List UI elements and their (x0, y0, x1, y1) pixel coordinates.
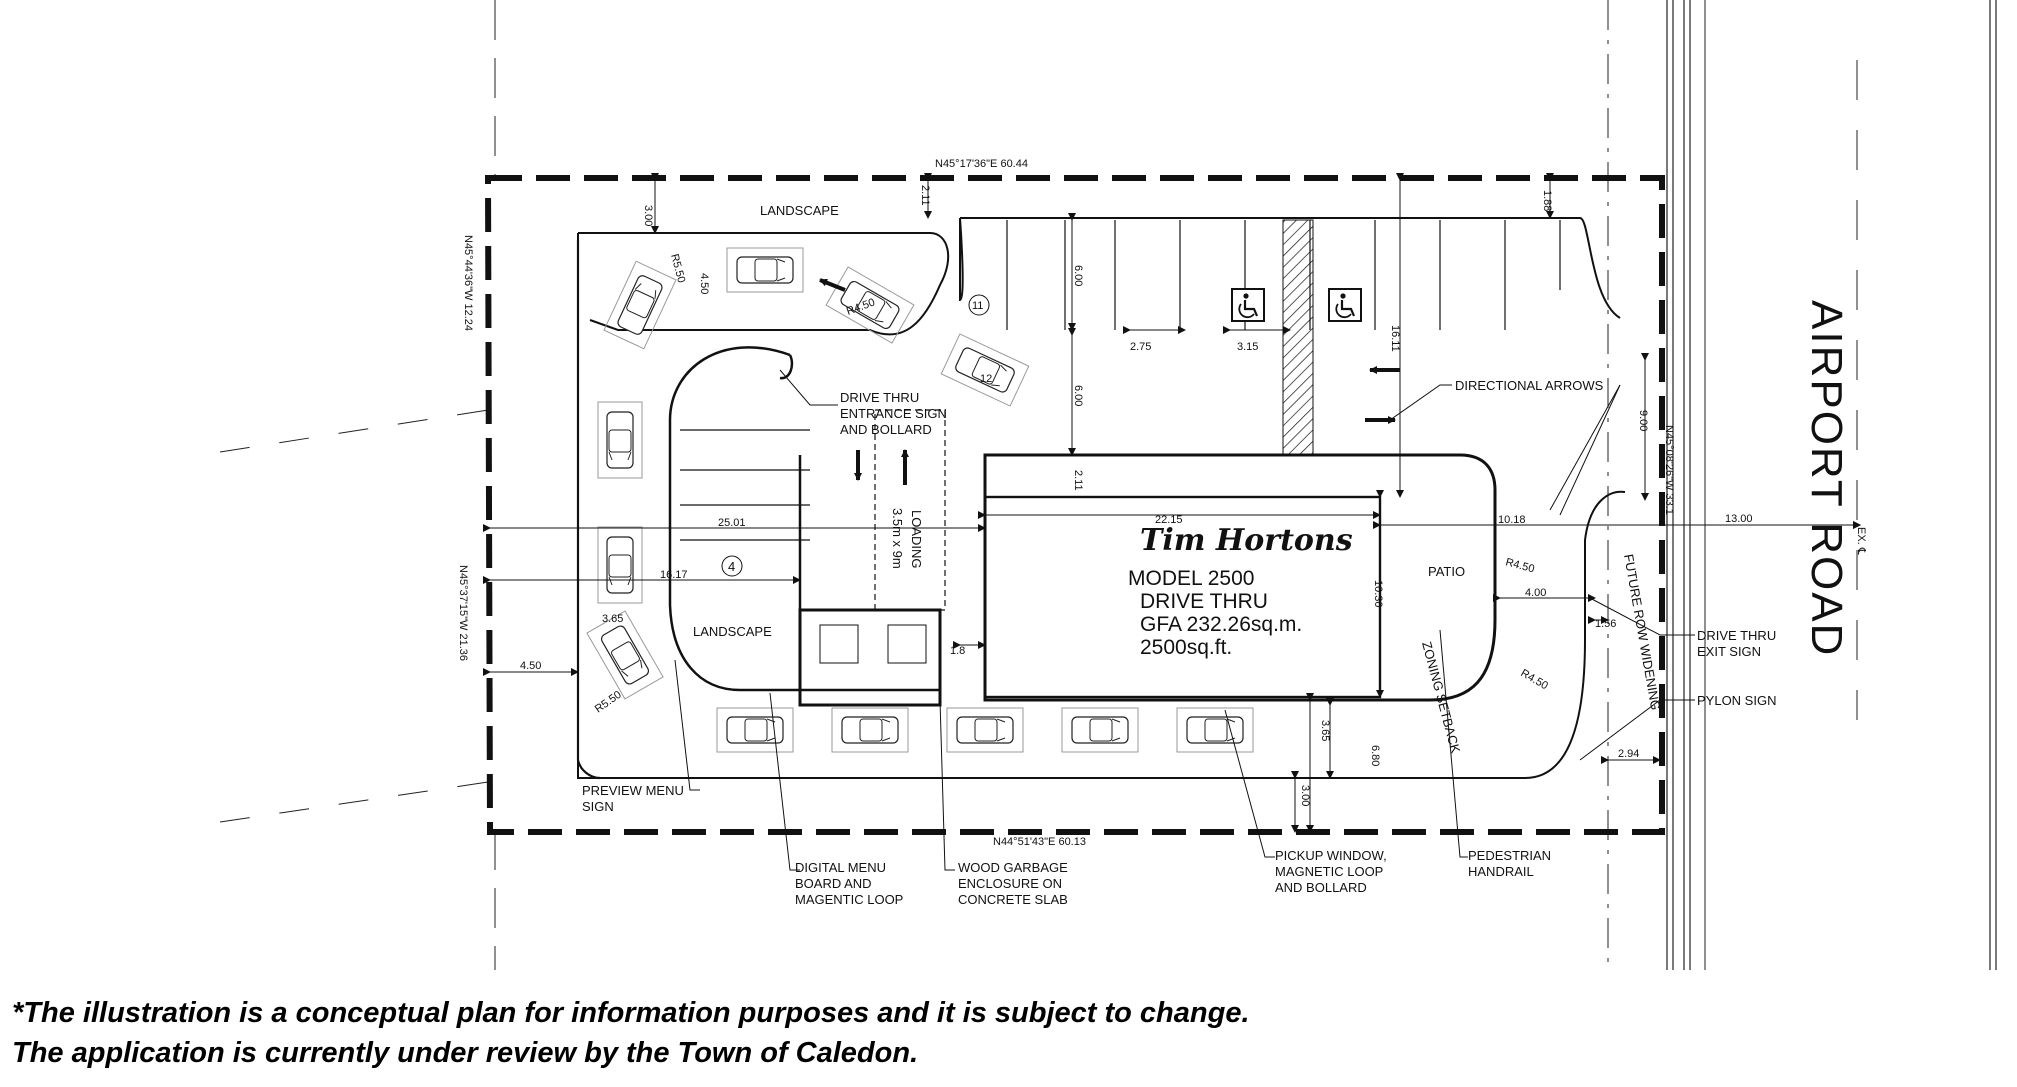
callout-exit-sign: DRIVE THRU EXIT SIGN (1697, 628, 1776, 659)
svg-text:3.65: 3.65 (1319, 720, 1331, 741)
callout-digital-menu: DIGITAL MENU BOARD AND MAGENTIC LOOP (795, 860, 903, 907)
disclaimer-line-1: *The illustration is a conceptual plan f… (12, 997, 1250, 1029)
svg-text:25.01: 25.01 (718, 517, 746, 529)
svg-text:16.11: 16.11 (1389, 325, 1401, 352)
drive-thru-lane-outer (576, 240, 601, 780)
callout-entrance-sign: DRIVE THRU ENTRANCE SIGN AND BOLLARD (840, 390, 947, 437)
curb-outline (577, 217, 1626, 779)
svg-text:AND BOLLARD: AND BOLLARD (1275, 880, 1367, 895)
garbage-enclosure (798, 608, 942, 707)
svg-text:CONCRETE SLAB: CONCRETE SLAB (958, 892, 1068, 907)
svg-text:PEDESTRIAN: PEDESTRIAN (1468, 848, 1551, 863)
stall-number-11: 11 (972, 300, 983, 312)
svg-text:SIGN: SIGN (582, 799, 614, 814)
svg-text:EXIT SIGN: EXIT SIGN (1697, 644, 1761, 659)
road-name: AIRPORT ROAD (1802, 300, 1851, 657)
landscape-label-inner: LANDSCAPE (693, 624, 772, 639)
svg-text:1.88: 1.88 (1541, 190, 1553, 211)
svg-text:1.8: 1.8 (950, 645, 965, 657)
callout-garbage-enclosure: WOOD GARBAGE ENCLOSURE ON CONCRETE SLAB (958, 860, 1068, 907)
svg-text:6.00: 6.00 (1072, 385, 1084, 406)
loading-size-label: 3.5m x 9m (890, 508, 905, 569)
building-gfa: GFA 232.26sq.m. (1140, 613, 1302, 636)
disclaimer-line-2: The application is currently under revie… (12, 1037, 919, 1069)
loading-label: LOADING (909, 510, 924, 569)
building-type: DRIVE THRU (1140, 590, 1268, 613)
hatched-walkway (1282, 219, 1314, 486)
callout-handrail: PEDESTRIAN HANDRAIL (1468, 848, 1551, 879)
svg-text:13.00: 13.00 (1725, 513, 1753, 525)
svg-text:3.00: 3.00 (642, 205, 654, 226)
svg-text:6.00: 6.00 (1072, 265, 1084, 286)
svg-text:BOARD AND: BOARD AND (795, 876, 872, 891)
svg-text:3.00: 3.00 (1299, 785, 1311, 806)
svg-text:16.17: 16.17 (660, 569, 688, 581)
brand-logo: Tim Hortons (1140, 523, 1353, 558)
svg-text:3.15: 3.15 (1237, 341, 1258, 353)
site-plan-drawing: AIRPORT ROAD Tim Hortons MODEL 2500 DRIV… (219, 0, 1997, 970)
svg-text:2.75: 2.75 (1130, 341, 1151, 353)
adjacent-lot-lines (219, 0, 496, 970)
svg-text:WOOD GARBAGE: WOOD GARBAGE (958, 860, 1068, 875)
svg-text:MAGENTIC LOOP: MAGENTIC LOOP (795, 892, 903, 907)
patio-label: PATIO (1428, 564, 1465, 579)
property-boundary (484, 175, 1665, 835)
callout-pylon-sign: PYLON SIGN (1697, 693, 1776, 708)
svg-text:R5.50: R5.50 (593, 689, 624, 716)
future-row-label: FUTURE ROW WIDENING (1621, 553, 1663, 711)
svg-text:AND BOLLARD: AND BOLLARD (840, 422, 932, 437)
drive-thru-island (668, 346, 942, 692)
svg-text:DRIVE THRU: DRIVE THRU (1697, 628, 1776, 643)
callout-preview-menu: PREVIEW MENU SIGN (582, 783, 684, 814)
centerline-label: EX. ℄ (1855, 527, 1867, 555)
svg-text:4.00: 4.00 (1525, 587, 1546, 599)
svg-text:ENCLOSURE ON: ENCLOSURE ON (958, 876, 1062, 891)
svg-text:DRIVE THRU: DRIVE THRU (840, 390, 919, 405)
svg-text:3.65: 3.65 (602, 613, 623, 625)
callout-pickup-window: PICKUP WINDOW, MAGNETIC LOOP AND BOLLARD (1275, 848, 1387, 895)
svg-text:R5.50: R5.50 (668, 253, 687, 284)
svg-text:PREVIEW MENU: PREVIEW MENU (582, 783, 684, 798)
dimension-lines (483, 173, 1861, 833)
svg-text:2.11: 2.11 (1072, 470, 1084, 491)
accessible-parking-icon (1230, 287, 1266, 323)
stall-number-12: 12 (980, 373, 992, 385)
svg-text:4.50: 4.50 (520, 660, 541, 672)
road-edge-lines (1607, 0, 1997, 970)
stall-number-4: 4 (728, 559, 735, 574)
svg-text:R4.50: R4.50 (1504, 556, 1535, 575)
bearing-north: N45°17'36"E 60.44 (935, 158, 1028, 170)
landscape-label-top: LANDSCAPE (760, 203, 839, 218)
svg-text:DIGITAL MENU: DIGITAL MENU (795, 860, 886, 875)
svg-text:6.80: 6.80 (1369, 745, 1381, 766)
svg-text:2.11: 2.11 (919, 185, 931, 206)
callout-directional-arrows: DIRECTIONAL ARROWS (1455, 378, 1604, 393)
svg-text:2.94: 2.94 (1618, 748, 1639, 760)
svg-text:HANDRAIL: HANDRAIL (1468, 864, 1534, 879)
building-area-sqft: 2500sq.ft. (1140, 636, 1232, 659)
building-model: MODEL 2500 (1128, 567, 1254, 590)
svg-text:22.15: 22.15 (1155, 514, 1183, 526)
svg-text:10.18: 10.18 (1498, 514, 1526, 526)
svg-text:4.50: 4.50 (698, 273, 710, 294)
callout-leaders (674, 369, 1695, 871)
bearing-south: N44°51'43"E 60.13 (993, 836, 1086, 848)
svg-text:R4.50: R4.50 (1519, 667, 1550, 692)
accessible-parking-icon (1327, 287, 1363, 323)
svg-text:10.30: 10.30 (1372, 580, 1384, 608)
svg-text:PICKUP WINDOW,: PICKUP WINDOW, (1275, 848, 1387, 863)
bearing-west-upper: N45°44'36"W 12.24 (462, 235, 474, 331)
island-outline (660, 330, 730, 415)
bearing-west-lower: N45°37'15"W 21.36 (457, 565, 469, 661)
svg-text:1.56: 1.56 (1595, 618, 1616, 630)
svg-text:9.00: 9.00 (1637, 410, 1649, 431)
disclaimer: *The illustration is a conceptual plan f… (12, 993, 1612, 1073)
svg-text:MAGNETIC LOOP: MAGNETIC LOOP (1275, 864, 1383, 879)
bearing-east: N45°08'26"W 33.1 (1663, 425, 1675, 515)
svg-text:ENTRANCE SIGN: ENTRANCE SIGN (840, 406, 947, 421)
